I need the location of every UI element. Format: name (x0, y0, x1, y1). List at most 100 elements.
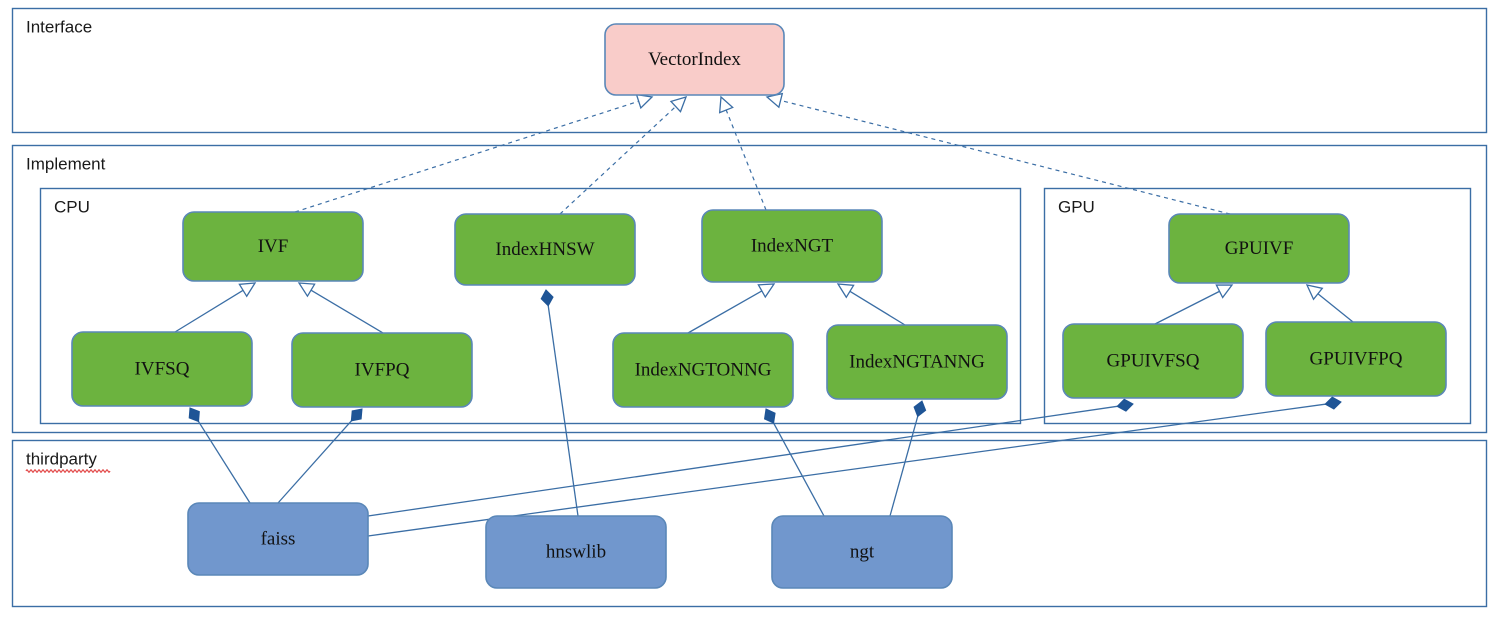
edge-line (547, 304, 579, 517)
edge-line (174, 289, 245, 333)
edge-indexngt-to-vectorindex (718, 95, 767, 211)
inheritance-arrow-icon (1305, 284, 1324, 301)
edge-line (772, 421, 825, 517)
node-label-ivfsq: IVFSQ (135, 358, 190, 379)
inheritance-arrow-icon (1215, 284, 1234, 299)
node-label-indexngtanng: IndexNGTANNG (849, 351, 985, 372)
node-faiss[interactable]: faiss (187, 502, 369, 576)
node-label-gpuivfsq: GPUIVFSQ (1107, 350, 1200, 371)
edge-line (848, 290, 906, 326)
inheritance-arrow-icon (635, 93, 654, 110)
node-label-gpuivf: GPUIVF (1225, 238, 1294, 259)
edge-line (1154, 290, 1221, 325)
node-label-indexhnsw: IndexHNSW (495, 239, 594, 260)
composition-diamond-icon (350, 408, 363, 422)
node-label-faiss: faiss (261, 528, 296, 549)
inheritance-arrow-icon (757, 283, 776, 299)
node-box-gpuivfsq[interactable] (1062, 323, 1244, 399)
edge-line (309, 289, 384, 334)
edge-faiss-to-gpuivfpq (367, 396, 1342, 537)
node-box-ivfsq[interactable] (71, 331, 253, 407)
edge-gpuivfsq-to-gpuivf (1154, 284, 1234, 325)
node-box-indexngtanng[interactable] (826, 324, 1008, 400)
composition-diamond-icon (1116, 398, 1134, 412)
spellcheck-underline-thirdparty (25, 469, 111, 473)
container-cpu: CPU (39, 187, 1022, 425)
inheritance-arrow-icon (238, 282, 257, 298)
edge-ivfsq-to-ivf (174, 282, 257, 333)
edge-line (779, 99, 1231, 215)
inheritance-arrow-icon (669, 96, 688, 113)
node-vectorindex[interactable]: VectorIndex (604, 23, 785, 96)
container-border-thirdparty (11, 439, 1488, 608)
edge-indexngtonng-to-indexngt (687, 283, 776, 334)
node-hnswlib[interactable]: hnswlib (485, 515, 667, 589)
node-box-ngt[interactable] (771, 515, 953, 589)
node-label-indexngt: IndexNGT (751, 235, 834, 256)
node-box-hnswlib[interactable] (485, 515, 667, 589)
node-label-ivf: IVF (258, 236, 289, 257)
node-box-faiss[interactable] (187, 502, 369, 576)
node-ngt[interactable]: ngt (771, 515, 953, 589)
node-gpuivf[interactable]: GPUIVF (1168, 213, 1350, 284)
node-label-vectorindex: VectorIndex (648, 49, 741, 70)
edge-faiss-to-ivfsq (188, 407, 251, 504)
container-label-implement: Implement (26, 154, 106, 173)
container-interface: Interface (11, 7, 1488, 134)
container-border-implement (11, 144, 1488, 434)
node-box-vectorindex[interactable] (604, 23, 785, 96)
container-label-gpu: GPU (1058, 197, 1095, 216)
node-indexngtanng[interactable]: IndexNGTANNG (826, 324, 1008, 400)
edge-ngt-to-indexngtonng (763, 408, 825, 517)
composition-diamond-icon (188, 407, 200, 423)
edge-ivf-to-vectorindex (294, 93, 654, 213)
composition-diamond-icon (540, 289, 554, 307)
edge-line (687, 289, 764, 334)
edge-layer (174, 92, 1354, 537)
container-implement: Implement (11, 144, 1488, 434)
container-label-interface: Interface (26, 17, 92, 36)
edge-line (197, 420, 251, 504)
node-box-gpuivfpq[interactable] (1265, 321, 1447, 397)
node-ivfpq[interactable]: IVFPQ (291, 332, 473, 408)
node-gpuivfsq[interactable]: GPUIVFSQ (1062, 323, 1244, 399)
edge-line (367, 405, 1119, 517)
container-border-cpu (39, 187, 1022, 425)
node-label-ivfpq: IVFPQ (355, 359, 410, 380)
node-box-indexngt[interactable] (701, 209, 883, 283)
node-indexngt[interactable]: IndexNGT (701, 209, 883, 283)
edge-ngt-to-indexngtanng (889, 400, 927, 517)
node-box-ivfpq[interactable] (291, 332, 473, 408)
node-indexhnsw[interactable]: IndexHNSW (454, 213, 636, 286)
edge-ivfpq-to-ivf (297, 282, 384, 334)
node-gpuivfpq[interactable]: GPUIVFPQ (1265, 321, 1447, 397)
edge-indexhnsw-to-vectorindex (559, 96, 688, 215)
container-label-thirdparty: thirdparty (26, 449, 97, 468)
node-ivfsq[interactable]: IVFSQ (71, 331, 253, 407)
edge-line (277, 419, 353, 504)
node-box-indexhnsw[interactable] (454, 213, 636, 286)
node-box-ivf[interactable] (182, 211, 364, 282)
node-label-hnswlib: hnswlib (546, 541, 606, 562)
container-gpu: GPU (1043, 187, 1472, 425)
composition-diamond-icon (913, 400, 927, 418)
node-label-gpuivfpq: GPUIVFPQ (1310, 348, 1403, 369)
edge-gpuivfpq-to-gpuivf (1305, 284, 1354, 323)
node-indexngtonng[interactable]: IndexNGTONNG (612, 332, 794, 408)
node-box-gpuivf[interactable] (1168, 213, 1350, 284)
node-label-indexngtonng: IndexNGTONNG (635, 359, 772, 380)
node-box-indexngtonng[interactable] (612, 332, 794, 408)
container-border-interface (11, 7, 1488, 134)
node-ivf[interactable]: IVF (182, 211, 364, 282)
node-label-ngt: ngt (850, 541, 875, 562)
inheritance-arrow-icon (297, 282, 316, 298)
edge-line (889, 415, 919, 517)
edge-line (1316, 292, 1354, 323)
inheritance-arrow-icon (718, 95, 734, 114)
edge-hnswlib-to-indexhnsw (540, 289, 579, 517)
composition-diamond-icon (1324, 396, 1342, 410)
